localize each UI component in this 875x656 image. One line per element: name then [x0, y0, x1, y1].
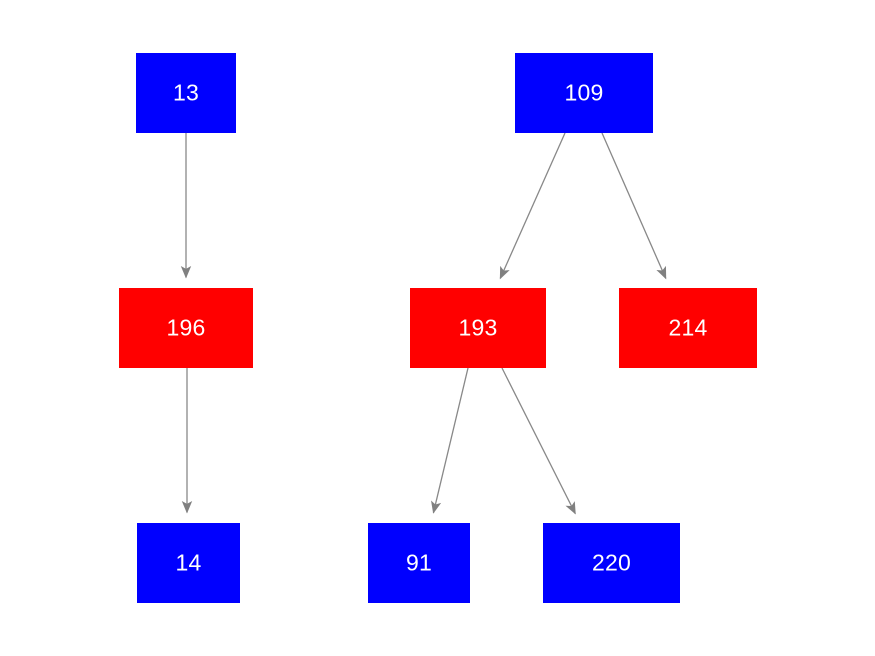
edge-n109-to-n193: [499, 132, 566, 280]
node-91[interactable]: 91: [368, 523, 470, 603]
node-label: 214: [668, 314, 708, 340]
node-220[interactable]: 220: [543, 523, 680, 603]
node-14[interactable]: 14: [137, 523, 240, 603]
node-label: 220: [592, 549, 631, 575]
edge-n193-to-n220: [501, 367, 576, 515]
node-193[interactable]: 193: [410, 288, 546, 368]
node-label: 193: [458, 314, 498, 340]
node-label: 91: [406, 549, 432, 575]
node-label: 109: [564, 79, 604, 105]
node-13[interactable]: 13: [136, 53, 236, 133]
node-label: 13: [173, 79, 199, 105]
edge-n193-to-n91: [431, 367, 469, 514]
node-196[interactable]: 196: [119, 288, 253, 368]
edge-n109-to-n214: [601, 132, 667, 280]
node-label: 196: [166, 314, 206, 340]
node-214[interactable]: 214: [619, 288, 757, 368]
node-label: 14: [175, 549, 202, 575]
node-109[interactable]: 109: [515, 53, 653, 133]
